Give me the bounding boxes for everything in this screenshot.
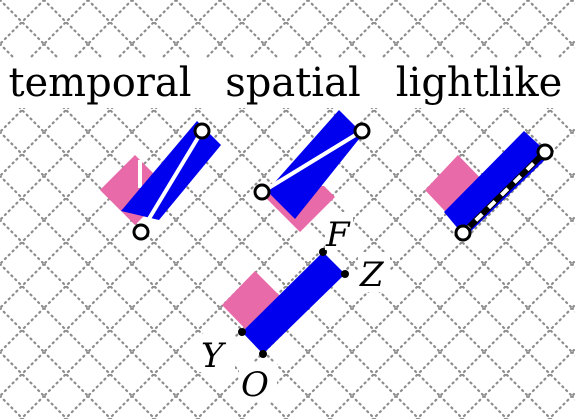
temporal-start-point: [132, 223, 150, 241]
label-O-backdrop: [239, 362, 277, 402]
lightlike-blue-rectangle: [444, 131, 550, 237]
title-spatial: spatial: [225, 60, 361, 106]
label-Y: Y: [201, 336, 227, 376]
label-Z-backdrop: [358, 252, 390, 292]
lightlike-end-point: [536, 143, 554, 161]
title-temporal: temporal: [8, 60, 191, 106]
spatial-end-point: [353, 122, 371, 140]
lightlike-segment-dashes: [461, 150, 547, 235]
title-backdrop: [0, 58, 575, 108]
labelled-diagram: F Z Y O: [199, 212, 390, 405]
label-O: O: [241, 365, 269, 405]
point-O-marker: [259, 350, 267, 358]
point-Z-marker: [341, 270, 349, 278]
label-F-backdrop: [325, 212, 353, 250]
label-F: F: [325, 215, 351, 255]
spatial-blue-rectangle: [267, 110, 363, 219]
lightlike-start-point: [454, 224, 472, 242]
spatial-diagram: [253, 110, 371, 232]
labelled-blue-rectangle: [242, 252, 345, 354]
temporal-diagram: [100, 121, 221, 241]
label-Y-backdrop: [199, 334, 235, 372]
spatial-segment: [260, 129, 364, 194]
temporal-end-point: [193, 122, 211, 140]
title-lightlike: lightlike: [396, 60, 563, 106]
lightlike-pink-square: [425, 155, 492, 225]
temporal-segment: [139, 129, 204, 234]
label-Z: Z: [359, 255, 385, 295]
point-Y-marker: [238, 328, 246, 336]
temporal-blue-rectangle: [121, 121, 221, 220]
lightlike-diagram: [425, 131, 554, 242]
labelled-pink-square: [222, 271, 289, 339]
spatial-start-point: [253, 183, 271, 201]
